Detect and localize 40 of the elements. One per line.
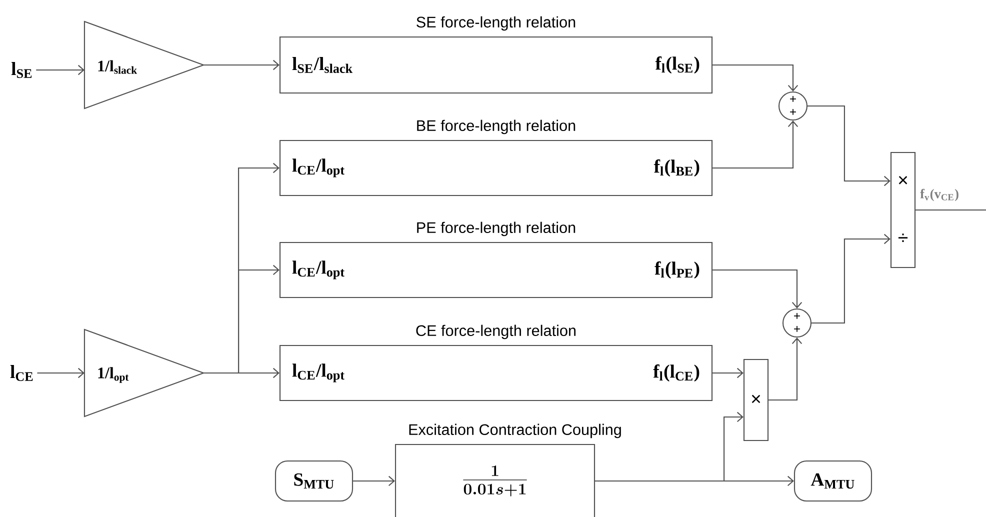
arrow: [768, 338, 802, 401]
input-label: l$_{CE}$/l$_{opt}$: [292, 364, 344, 382]
terminal-node: A$_{MTU}$: [794, 460, 872, 502]
output-label: f$_{l}$(l$_{PE}$): [654, 261, 700, 279]
box-heading: PE force-length relation: [417, 222, 576, 236]
input-label: l$_{CE}$/l$_{opt}$: [292, 260, 344, 280]
arrow: [712, 269, 802, 308]
box-heading: SE force-length relation: [416, 16, 576, 31]
gain-triangle: 1/l$_{slack}$: [84, 20, 206, 110]
gain-triangle: 1/l$_{opt}$: [84, 328, 206, 418]
product-block: ×: [743, 358, 769, 442]
input-label: l$_{CE}$/l$_{opt}$: [292, 158, 344, 178]
output-label: f$_{l}$(l$_{BE}$): [654, 159, 700, 177]
sum-junction: + +: [782, 308, 812, 338]
arrow: [204, 368, 280, 378]
arrow: [36, 64, 84, 76]
arrow: [595, 476, 794, 486]
arrow: [712, 64, 798, 92]
box-heading: Excitation Contraction Coupling: [409, 424, 621, 438]
input-label: l$_{SE}$: [11, 62, 32, 78]
output-label: f$_{l}$(l$_{CE}$): [653, 364, 700, 382]
arrow: [712, 368, 744, 378]
arrow: [812, 234, 890, 324]
product-block: × ÷: [890, 152, 916, 268]
node-label: ÷: [898, 234, 908, 242]
arrow: [712, 120, 798, 169]
input-label: l$_{CE}$: [10, 365, 33, 381]
arrow: [353, 476, 395, 486]
transfer-function: $\frac{1}{0.01s+1}$: [463, 465, 527, 496]
arrow: [37, 368, 84, 378]
box-heading: CE force-length relation: [416, 324, 576, 340]
signal-label: f$_{v}$(v$_{CE}$): [920, 188, 958, 202]
terminal-node: S$_{MTU}$: [274, 460, 354, 502]
input-label: l$_{SE}$/l$_{slack}$: [292, 57, 353, 73]
sum-junction: + +: [778, 91, 808, 121]
arrow: [808, 105, 890, 186]
node-label: ×: [898, 176, 908, 184]
arrow: [204, 60, 280, 70]
box-heading: BE force-length relation: [417, 120, 576, 134]
output-label: f$_{l}$(l$_{SE}$): [655, 56, 700, 74]
